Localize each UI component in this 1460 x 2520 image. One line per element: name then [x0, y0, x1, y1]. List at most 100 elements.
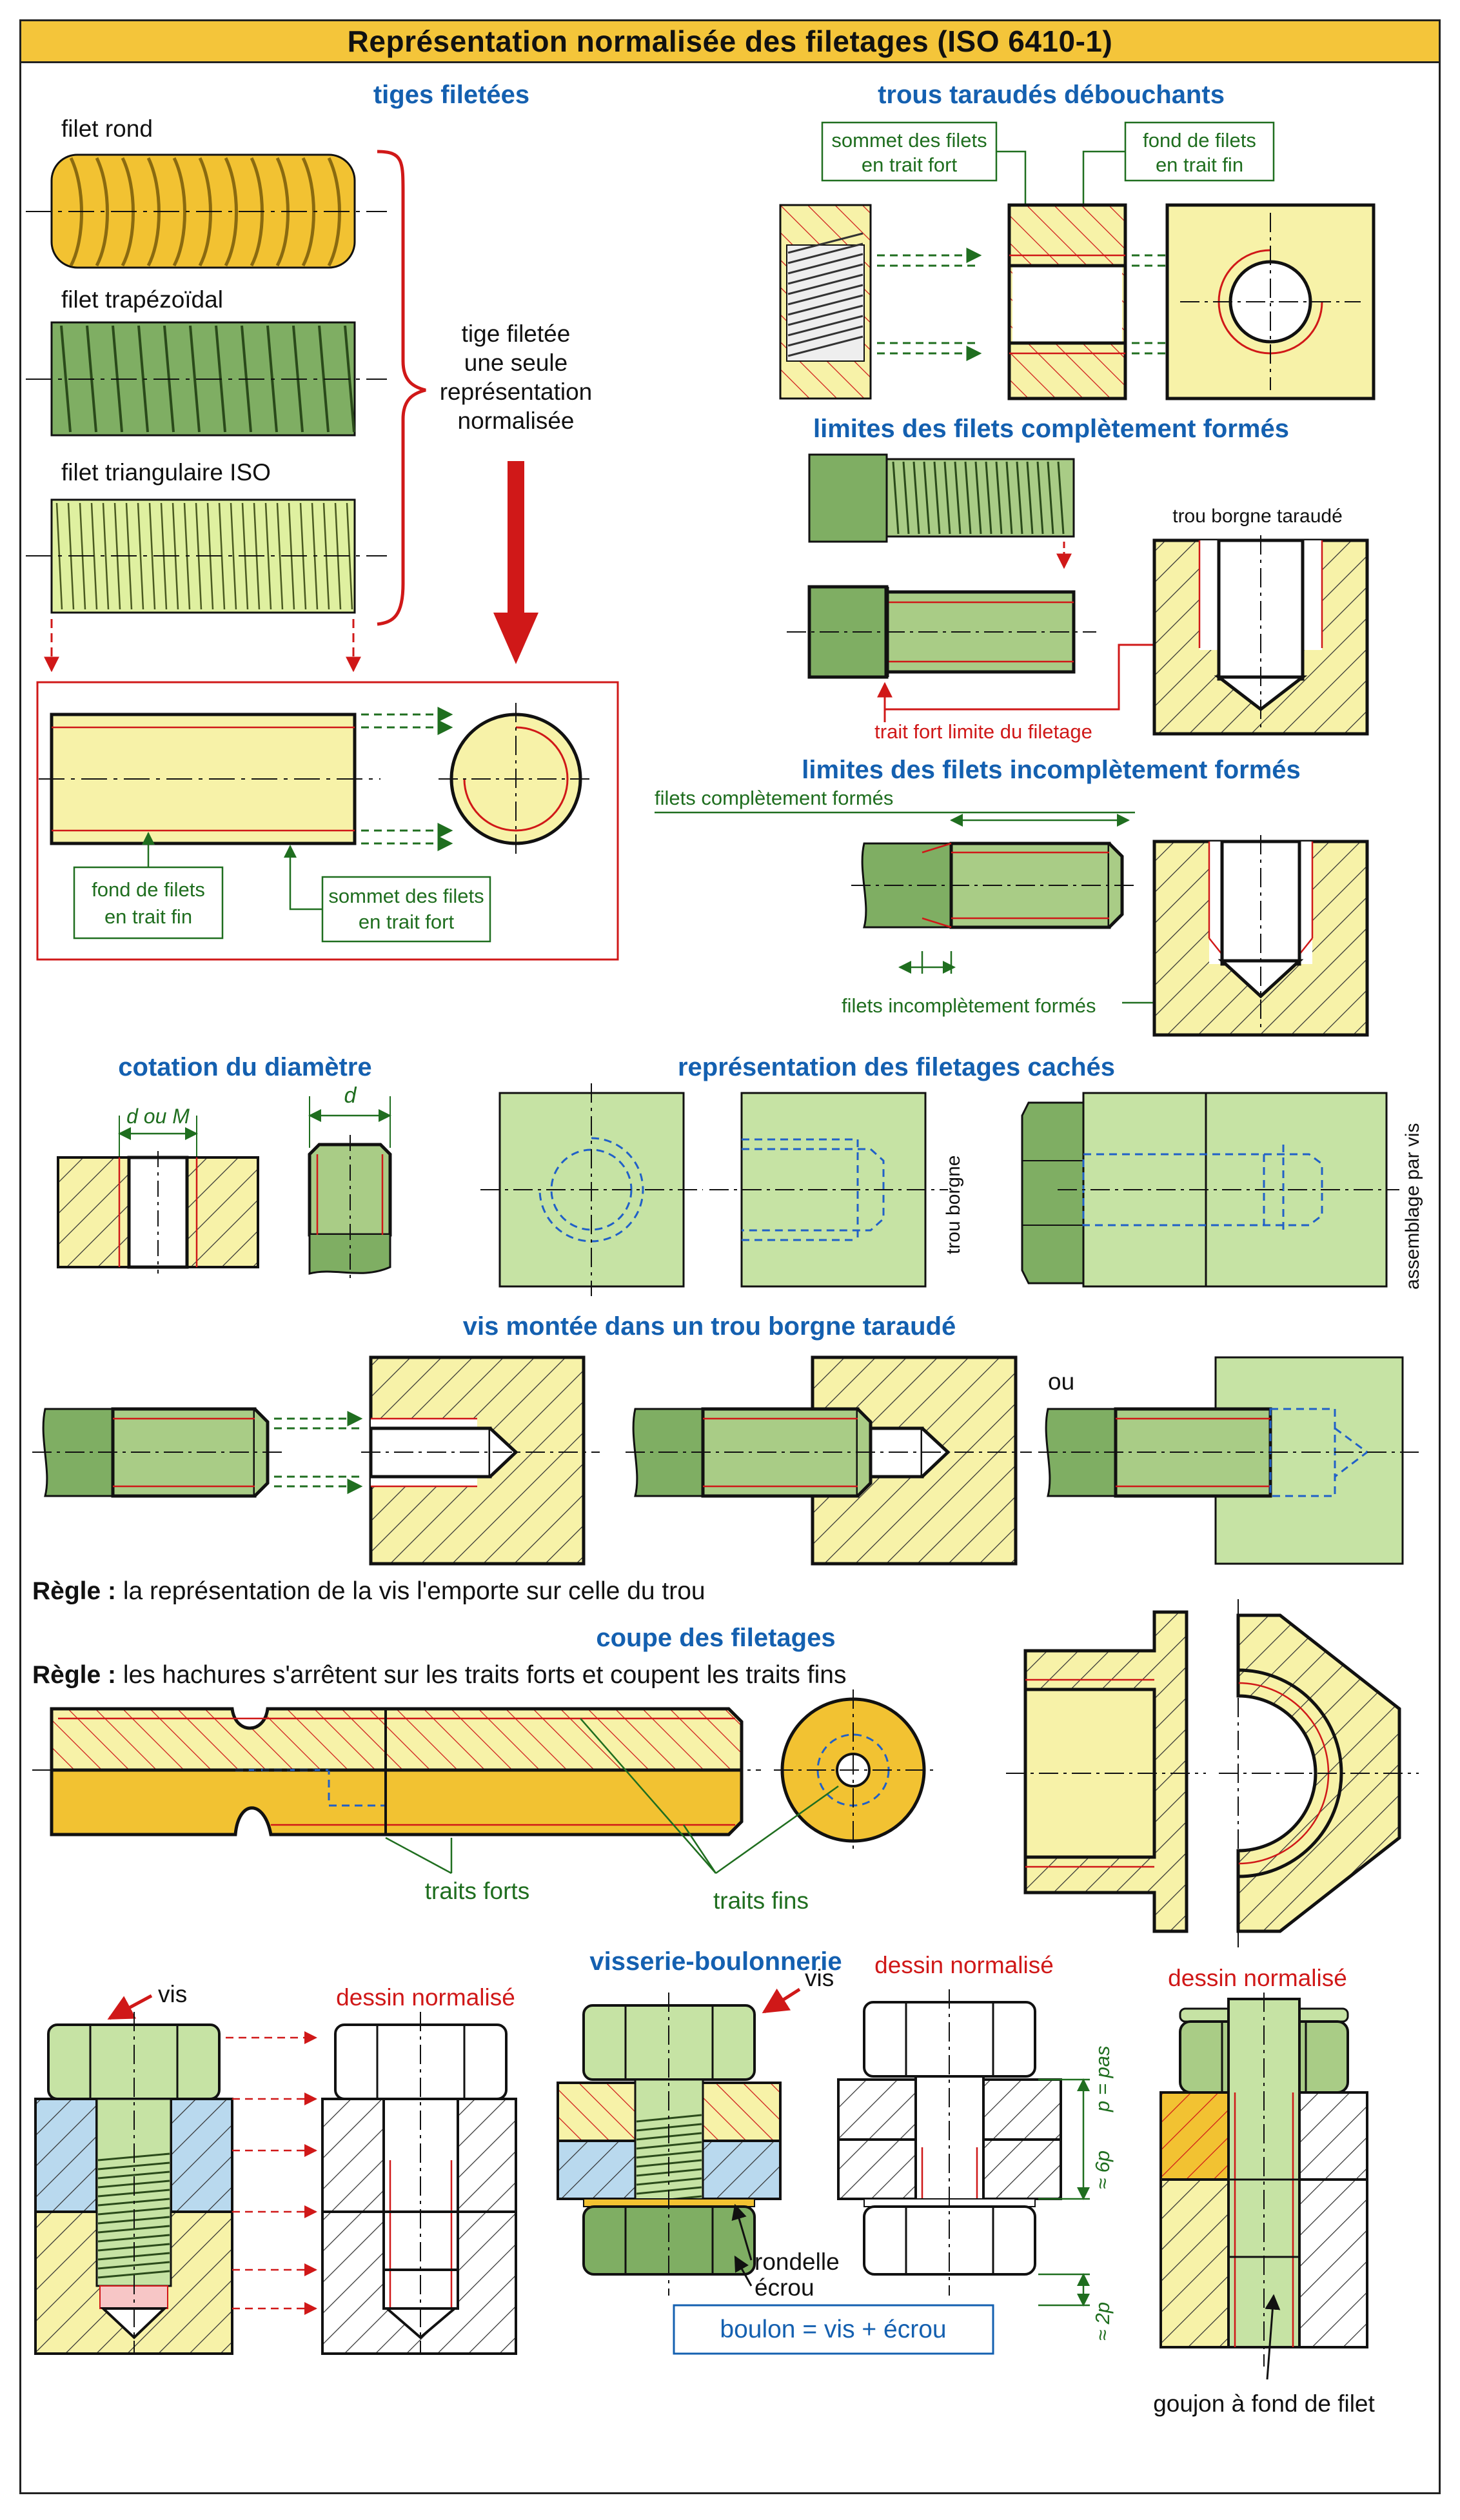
screw-assembly-guides: [226, 2031, 317, 2315]
label-dessin-normalise-1: dessin normalisé: [336, 1984, 515, 2011]
thread-crest: [327, 157, 341, 267]
label-vis-2: vis: [805, 1965, 834, 1991]
through-hole-end-view: [1165, 203, 1376, 400]
label-filets-incompletement: filets incomplètement formés: [842, 994, 1096, 1017]
thread-line: [787, 294, 863, 316]
thread-line: [933, 461, 941, 535]
rule-1-text: la représentation de la vis l'emporte su…: [116, 1577, 705, 1605]
label-filet-rond: filet rond: [61, 115, 153, 142]
label-trou-borgne: trou borgne: [943, 1156, 964, 1254]
screw-assembly-realistic: [34, 2012, 233, 2355]
thread-tooth: [189, 325, 201, 433]
label-assemblage: assemblage par vis: [1402, 1123, 1423, 1290]
screw-to-hole-guides: [274, 1411, 363, 1494]
screw-mounted-hidden: [1038, 1356, 1419, 1565]
sommet-fort-box-2: [821, 121, 998, 182]
label-dessin-normalise-2: dessin normalisé: [874, 1952, 1054, 1978]
thread-tooth: [148, 502, 156, 610]
shaft-section: [32, 1707, 761, 1836]
title-bar: Représentation normalisée des filetages …: [21, 21, 1439, 63]
bolt-dimensions: [1038, 2078, 1090, 2307]
thread-line: [787, 325, 863, 347]
boulon-box: [673, 2304, 994, 2355]
thread-crest: [275, 157, 290, 267]
tige-note-3: représentation: [440, 379, 593, 405]
label-boulon: boulon = vis + écrou: [720, 2316, 946, 2343]
rule-1-bold: Règle :: [32, 1577, 116, 1605]
label-filets-completement: filets complètement formés: [655, 787, 893, 809]
rule-2-text: les hachures s'arrêtent sur les traits f…: [116, 1661, 846, 1689]
hidden-thread-side-view: [709, 1092, 948, 1288]
screw-alone: [32, 1407, 284, 1498]
thread-crest: [301, 157, 315, 267]
thread-tooth: [60, 325, 72, 433]
thread-line: [787, 232, 863, 254]
fond-fin2-l1: fond de filets: [1143, 129, 1256, 152]
rod-round-thread: [26, 153, 387, 269]
fond-fin-box: [73, 866, 224, 940]
label-d-ou-m: d ou M: [126, 1105, 190, 1128]
sommet-fort2-l2: en trait fort: [862, 153, 958, 176]
sommet-fort-box: [321, 876, 491, 943]
thread-line: [954, 461, 962, 535]
flange-end-view: [1219, 1599, 1419, 1951]
label-trou-borgne-taraude: trou borgne taraudé: [1172, 506, 1343, 527]
thread-line: [787, 284, 863, 306]
thread-line: [97, 2234, 170, 2243]
cotation-screw: [308, 1135, 392, 1283]
callouts-traits: [385, 1718, 839, 1875]
thread-tooth: [137, 502, 144, 610]
fond-fin-l1: fond de filets: [92, 878, 205, 901]
fond-fin2-l2: en trait fin: [1156, 153, 1243, 176]
rule-2-bold: Règle :: [32, 1661, 116, 1689]
section-title-visserie: visserie-boulonnerie: [589, 1947, 842, 1976]
label-d: d: [344, 1083, 357, 1108]
hidden-screw-assembly: [1021, 1092, 1399, 1288]
thread-line: [974, 461, 982, 535]
cotation-hole-section: [57, 1151, 259, 1274]
thread-crest: [198, 157, 212, 267]
thread-crest: [146, 157, 161, 267]
brace: [377, 150, 426, 626]
label-vis-1: vis: [158, 1981, 187, 2007]
page-frame: [19, 19, 1441, 2494]
thread-crest: [224, 157, 238, 267]
thread-line: [1016, 461, 1023, 535]
section-title-cotation: cotation du diamètre: [118, 1053, 371, 1081]
sommet-fort2-l1: sommet des filets: [831, 129, 987, 152]
thread-line: [787, 263, 863, 285]
thread-tooth: [264, 502, 272, 610]
through-hole-realistic: [779, 204, 872, 400]
thread-crest: [250, 157, 264, 267]
big-down-arrow: [493, 461, 538, 664]
thread-crest: [69, 157, 83, 267]
thread-line: [787, 315, 863, 337]
section-title-limites-completes: limites des filets complètement formés: [813, 415, 1289, 443]
label-ou: ou: [1048, 1368, 1074, 1395]
section-title-tiges: tiges filetées: [373, 81, 529, 109]
thread-line: [97, 2161, 170, 2171]
rod-trapezoidal-thread: [26, 321, 387, 437]
thread-line: [787, 273, 863, 295]
label-dessin-normalise-3: dessin normalisé: [1168, 1965, 1347, 1991]
thread-line: [97, 2270, 170, 2279]
thread-line: [787, 242, 863, 264]
screw-realistic-limit: [808, 453, 1075, 543]
label-filet-tri: filet triangulaire ISO: [61, 459, 271, 486]
thread-line: [97, 2261, 170, 2270]
normalized-rod-box: [36, 681, 619, 961]
section-title-caches: représentation des filetages cachés: [678, 1053, 1115, 1081]
label-traits-forts: traits forts: [425, 1878, 529, 1904]
fond-fin-box-2: [1124, 121, 1275, 182]
thread-line: [985, 461, 992, 535]
bolt-normalized: [837, 1989, 1062, 2296]
tige-note-4: normalisée: [458, 408, 575, 434]
thread-line: [787, 335, 863, 357]
label-rondelle: rondelle: [755, 2249, 840, 2275]
label-filet-trap: filet trapézoïdal: [61, 286, 223, 313]
tige-note-1: tige filetée: [462, 320, 571, 347]
blind-hole-incomplete: [1152, 835, 1369, 1037]
hidden-thread-end-view: [480, 1083, 703, 1296]
thread-tooth: [276, 502, 284, 610]
